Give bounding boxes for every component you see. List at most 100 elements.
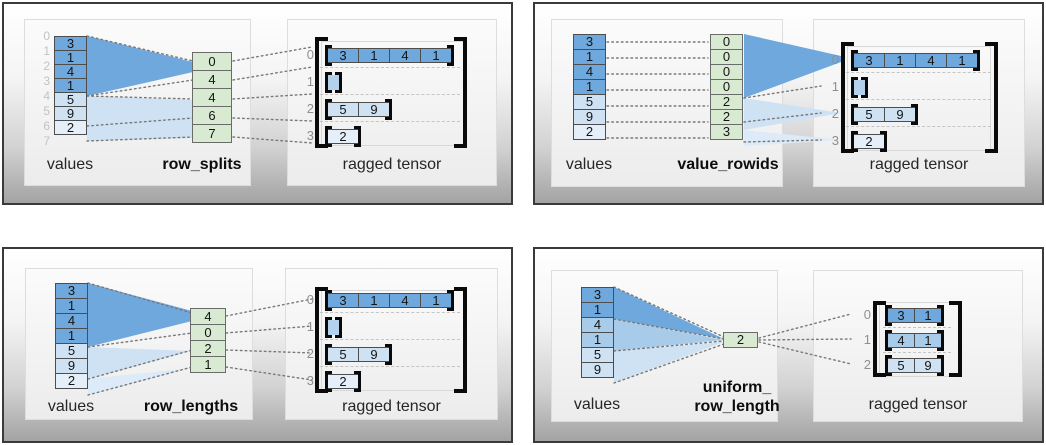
- value-index: 5: [43, 104, 50, 118]
- tensor-frame: [847, 46, 991, 151]
- value-cell: 9: [581, 362, 614, 378]
- tensor-label: ragged tensor: [342, 156, 442, 173]
- row-index: 2: [863, 357, 871, 372]
- right-bracket-icon: [447, 289, 454, 311]
- tensor-cell: 1: [884, 52, 916, 68]
- value-cell: 1: [55, 328, 88, 344]
- outer-right-bracket: [985, 42, 998, 153]
- row-index: 1: [306, 74, 314, 89]
- row-index: 3: [831, 133, 839, 148]
- panel-row-splits: 0 1 2 3 4 5 6 7 3 1 4 1 5 9 2 0 4 4 6 7 …: [2, 2, 513, 205]
- panel-value-rowids: 3 1 4 1 5 9 2 0 0 0 0 2 2 3 0 1 2 3 3: [533, 2, 1044, 205]
- row-separator: [320, 67, 460, 68]
- value-cell: 3: [55, 283, 88, 299]
- row-index: 3: [306, 373, 314, 388]
- tensor-cell: 9: [358, 346, 390, 362]
- right-bracket-icon: [447, 44, 454, 66]
- left-bracket-icon: [885, 304, 892, 326]
- param-label: uniform_ row_length: [675, 378, 799, 416]
- row-separator: [320, 121, 460, 122]
- left-bracket-icon: [325, 44, 332, 66]
- tensor-cell: 9: [914, 357, 942, 373]
- values-label: values: [565, 156, 613, 173]
- row-index: 2: [831, 106, 839, 121]
- left-bracket-icon: [851, 49, 858, 71]
- row-splits-column: 0 4 4 6 7: [192, 52, 232, 143]
- tensor-row: 3 1 4 1: [325, 289, 454, 311]
- value-cell: 5: [55, 343, 88, 359]
- tensor-row: 3 1 4 1: [851, 49, 980, 71]
- value-cell: 1: [573, 79, 606, 95]
- row-separator: [883, 327, 951, 328]
- param-label: row_lengths: [143, 398, 239, 415]
- tensor-row-empty: [325, 71, 342, 93]
- tensor-cell: 1: [358, 47, 390, 63]
- param-cell: 0: [190, 324, 226, 341]
- param-label-line1: uniform_: [702, 379, 772, 396]
- outer-right-bracket: [949, 301, 962, 377]
- row-index: 0: [306, 292, 314, 307]
- empty-row-fill: [853, 79, 866, 95]
- tensor-label: ragged tensor: [342, 398, 441, 415]
- values-column: 3 1 4 1 5 9 2: [573, 34, 606, 140]
- outer-left-bracket: [873, 301, 886, 377]
- row-index: 0: [863, 307, 871, 322]
- connector-overlay: [87, 282, 313, 396]
- param-cell: 0: [710, 79, 743, 95]
- value-cell: 4: [54, 64, 87, 79]
- row-index: 3: [306, 128, 314, 143]
- value-cell: 1: [55, 298, 88, 314]
- fan-light-wedge: [744, 98, 841, 130]
- param-cell: 4: [192, 70, 232, 89]
- tensor-row-empty: [325, 316, 342, 338]
- param-cell: 2: [710, 109, 743, 125]
- right-bracket-icon: [937, 354, 944, 376]
- tensor-cell: 4: [915, 52, 947, 68]
- right-bracket-icon: [385, 98, 392, 120]
- left-bracket-icon: [325, 125, 332, 147]
- row-separator: [320, 366, 460, 367]
- fan-dark-wedge: [744, 34, 841, 98]
- right-bracket-icon: [911, 103, 918, 125]
- tensor-row: 3 1 4 1: [325, 44, 454, 66]
- param-cell: 0: [710, 64, 743, 80]
- tensor-row: 5 9: [325, 98, 392, 120]
- row-index: 1: [306, 319, 314, 334]
- value-index: 6: [43, 119, 50, 133]
- value-cell: 1: [581, 332, 614, 348]
- left-bracket-icon: [885, 354, 892, 376]
- left-bracket-icon: [325, 343, 332, 365]
- outer-left-bracket: [841, 42, 854, 153]
- left-bracket-icon: [851, 130, 858, 152]
- connector-overlay: [606, 34, 841, 146]
- outer-right-bracket: [454, 37, 467, 148]
- connector-overlay: [86, 35, 313, 144]
- row-index: 1: [831, 79, 839, 94]
- row-index: 0: [306, 47, 314, 62]
- fan-mid-wedge: [614, 319, 724, 351]
- value-cell: 4: [581, 317, 614, 333]
- value-cell: 5: [573, 94, 606, 110]
- param-cell: 0: [192, 52, 232, 71]
- row-separator: [320, 94, 460, 95]
- right-bracket-icon: [937, 304, 944, 326]
- value-cell: 9: [54, 106, 87, 121]
- param-cell: 0: [710, 49, 743, 65]
- param-cell: 2: [723, 332, 758, 348]
- panel-uniform-row-length: 3 1 4 1 5 9 2 0 1 2 3 1 4 1: [533, 247, 1044, 443]
- value-rowids-column: 0 0 0 0 2 2 3: [710, 34, 743, 140]
- left-bracket-icon: [325, 71, 332, 93]
- value-cell: 9: [55, 358, 88, 374]
- empty-row-fill: [327, 319, 340, 335]
- tensor-row: 5 9: [325, 343, 392, 365]
- values-column: 3 1 4 1 5 9: [581, 287, 614, 378]
- param-cell: 6: [192, 106, 232, 125]
- param-cell: 4: [192, 88, 232, 107]
- tensor-row: 5 9: [885, 354, 944, 376]
- tensor-cell: 4: [389, 292, 421, 308]
- value-cell: 4: [55, 313, 88, 329]
- value-index: 2: [43, 59, 50, 73]
- row-index: 2: [306, 346, 314, 361]
- param-label-line2: row_length: [694, 398, 780, 415]
